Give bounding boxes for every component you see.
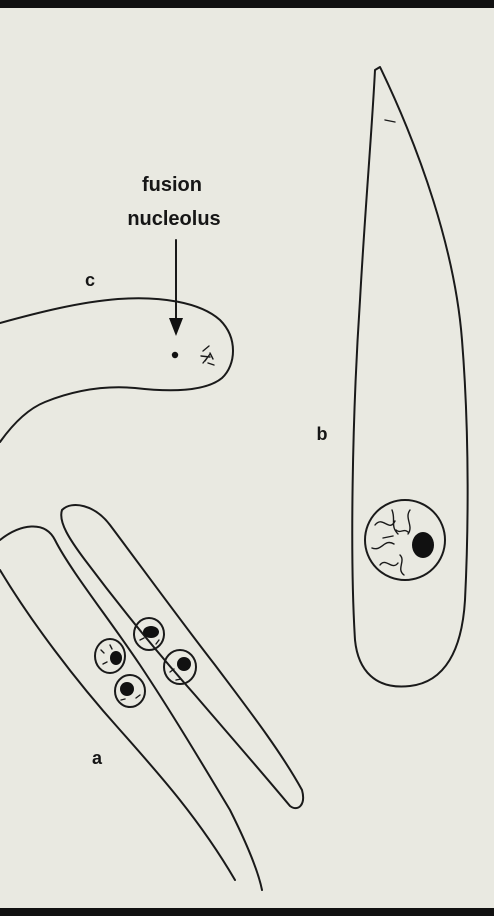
callout-label-fusion: fusion (142, 174, 202, 196)
callout-arrow (169, 240, 183, 336)
callout-label-nucleolus: nucleolus (127, 208, 220, 230)
cell-b (352, 67, 467, 687)
label-c: c (85, 270, 95, 290)
nucleus-a4 (164, 650, 196, 684)
label-a: a (92, 748, 103, 768)
nucleolus-b (412, 532, 434, 558)
figure-plate: fusion nucleolus c b (0, 8, 494, 908)
cell-diagram: fusion nucleolus c b (0, 8, 494, 908)
label-b: b (317, 424, 328, 444)
cell-c (0, 298, 233, 442)
nucleus-a1 (95, 639, 125, 673)
cell-a (0, 505, 303, 890)
nucleus-a2 (134, 618, 164, 650)
fusion-nucleolus-dot (172, 352, 178, 358)
nucleus-a3 (115, 675, 145, 707)
